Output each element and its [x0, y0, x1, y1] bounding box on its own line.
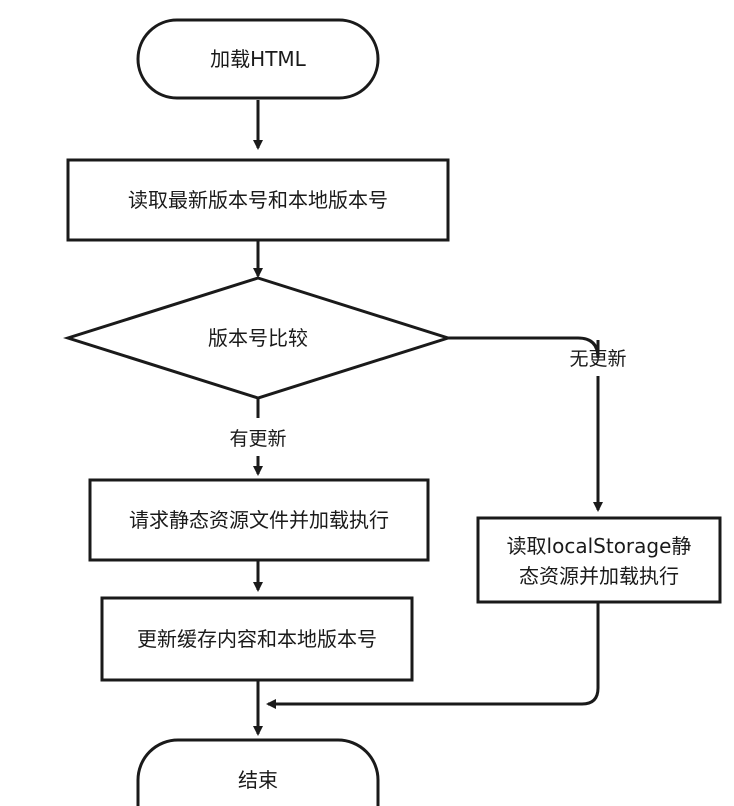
edge-label-no-update: 无更新	[569, 348, 626, 370]
node-request-static-label: 请求静态资源文件并加载执行	[129, 508, 389, 532]
edge-local-to-end	[266, 602, 600, 709]
node-read-local-label-line1: 读取localStorage静	[507, 534, 692, 558]
edge-label-has-update: 有更新	[229, 428, 286, 450]
node-end-label: 结束	[238, 768, 278, 792]
node-update-cache: 更新缓存内容和本地版本号	[100, 596, 414, 682]
node-request-static: 请求静态资源文件并加载执行	[88, 478, 430, 562]
node-read-local: 读取localStorage静 态资源并加载执行	[476, 516, 722, 604]
node-read-versions-label: 读取最新版本号和本地版本号	[128, 188, 388, 212]
node-end: 结束	[136, 738, 380, 806]
edge-compare-to-local	[448, 336, 600, 359]
node-compare-label: 版本号比较	[208, 326, 308, 350]
node-start-label: 加载HTML	[210, 47, 307, 71]
node-compare: 版本号比较	[63, 276, 453, 400]
node-start: 加载HTML	[136, 18, 380, 100]
node-read-local-label-line2: 态资源并加载执行	[519, 564, 679, 588]
node-update-cache-label: 更新缓存内容和本地版本号	[137, 627, 377, 651]
node-read-versions: 读取最新版本号和本地版本号	[66, 158, 450, 242]
